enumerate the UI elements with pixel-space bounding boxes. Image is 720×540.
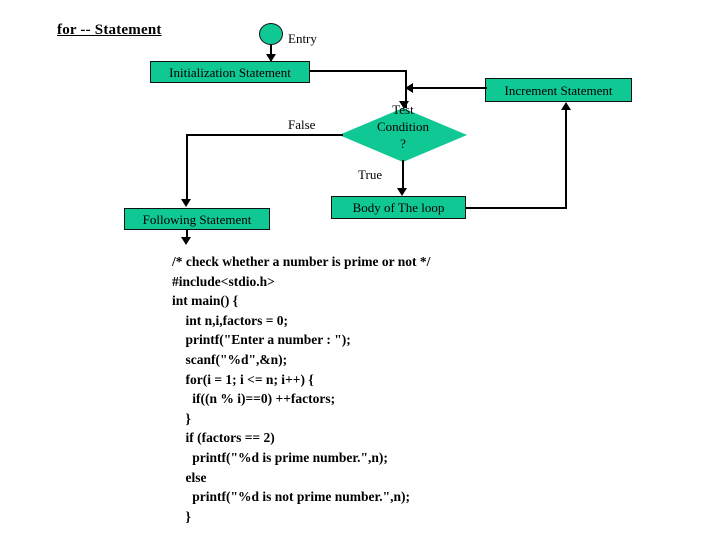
connector-false-down (186, 134, 188, 201)
connector-false-left (186, 134, 343, 136)
node-increment-statement[interactable]: Increment Statement (485, 78, 632, 102)
code-line: /* check whether a number is prime or no… (172, 254, 431, 269)
code-block: /* check whether a number is prime or no… (172, 252, 430, 526)
node-following-statement[interactable]: Following Statement (124, 208, 270, 230)
node-test-condition[interactable]: Test Condition ? (339, 102, 467, 162)
arrowhead-body-to-increment (561, 102, 571, 110)
node-increment-statement-label: Increment Statement (504, 82, 613, 98)
code-line: int main() { (172, 293, 239, 309)
edge-label-false: False (288, 117, 316, 132)
code-line: if((n % i)==0) ++factors; (172, 391, 336, 407)
arrowhead-false-to-following (181, 199, 191, 207)
code-line: } (172, 508, 191, 524)
code-line: scanf("%d",&n); (172, 351, 288, 367)
code-line: printf("%d is not prime number.",n); (172, 489, 411, 505)
connector-body-right (466, 207, 567, 209)
code-line: if (factors == 2) (172, 430, 275, 446)
connector-entry-to-init (270, 45, 272, 57)
entry-label: Entry (288, 31, 317, 46)
code-line: int n,i,factors = 0; (172, 312, 289, 328)
arrowhead-following-down (181, 237, 191, 245)
entry-node (259, 23, 283, 45)
arrowhead-init-to-decision (399, 101, 409, 109)
code-line: printf("%d is prime number.",n); (172, 449, 388, 465)
code-line: #include<stdio.h> (172, 273, 275, 289)
code-line: } (172, 410, 191, 426)
connector-init-right (310, 70, 407, 72)
node-body-of-the-loop-label: Body of The loop (352, 200, 445, 215)
node-body-of-the-loop[interactable]: Body of The loop (331, 196, 466, 219)
connector-following-down (186, 230, 188, 239)
arrowhead-entry-to-init (266, 54, 276, 62)
connector-body-up (565, 110, 567, 207)
node-test-condition-label: Test Condition ? (376, 102, 429, 151)
code-line: printf("Enter a number : "); (172, 332, 351, 348)
page-title: for -- Statement (57, 22, 162, 38)
code-line: else (172, 469, 207, 485)
connector-true-down (402, 160, 404, 190)
arrowhead-true-to-body (397, 188, 407, 196)
arrowhead-increment-to-junction (405, 83, 413, 93)
edge-label-true: True (358, 167, 383, 182)
connector-increment-to-junction (412, 87, 487, 89)
node-initialization-statement-label: Initialization Statement (169, 64, 291, 80)
code-line: for(i = 1; i <= n; i++) { (172, 371, 314, 387)
node-initialization-statement[interactable]: Initialization Statement (150, 61, 310, 83)
node-following-statement-label: Following Statement (142, 211, 252, 227)
